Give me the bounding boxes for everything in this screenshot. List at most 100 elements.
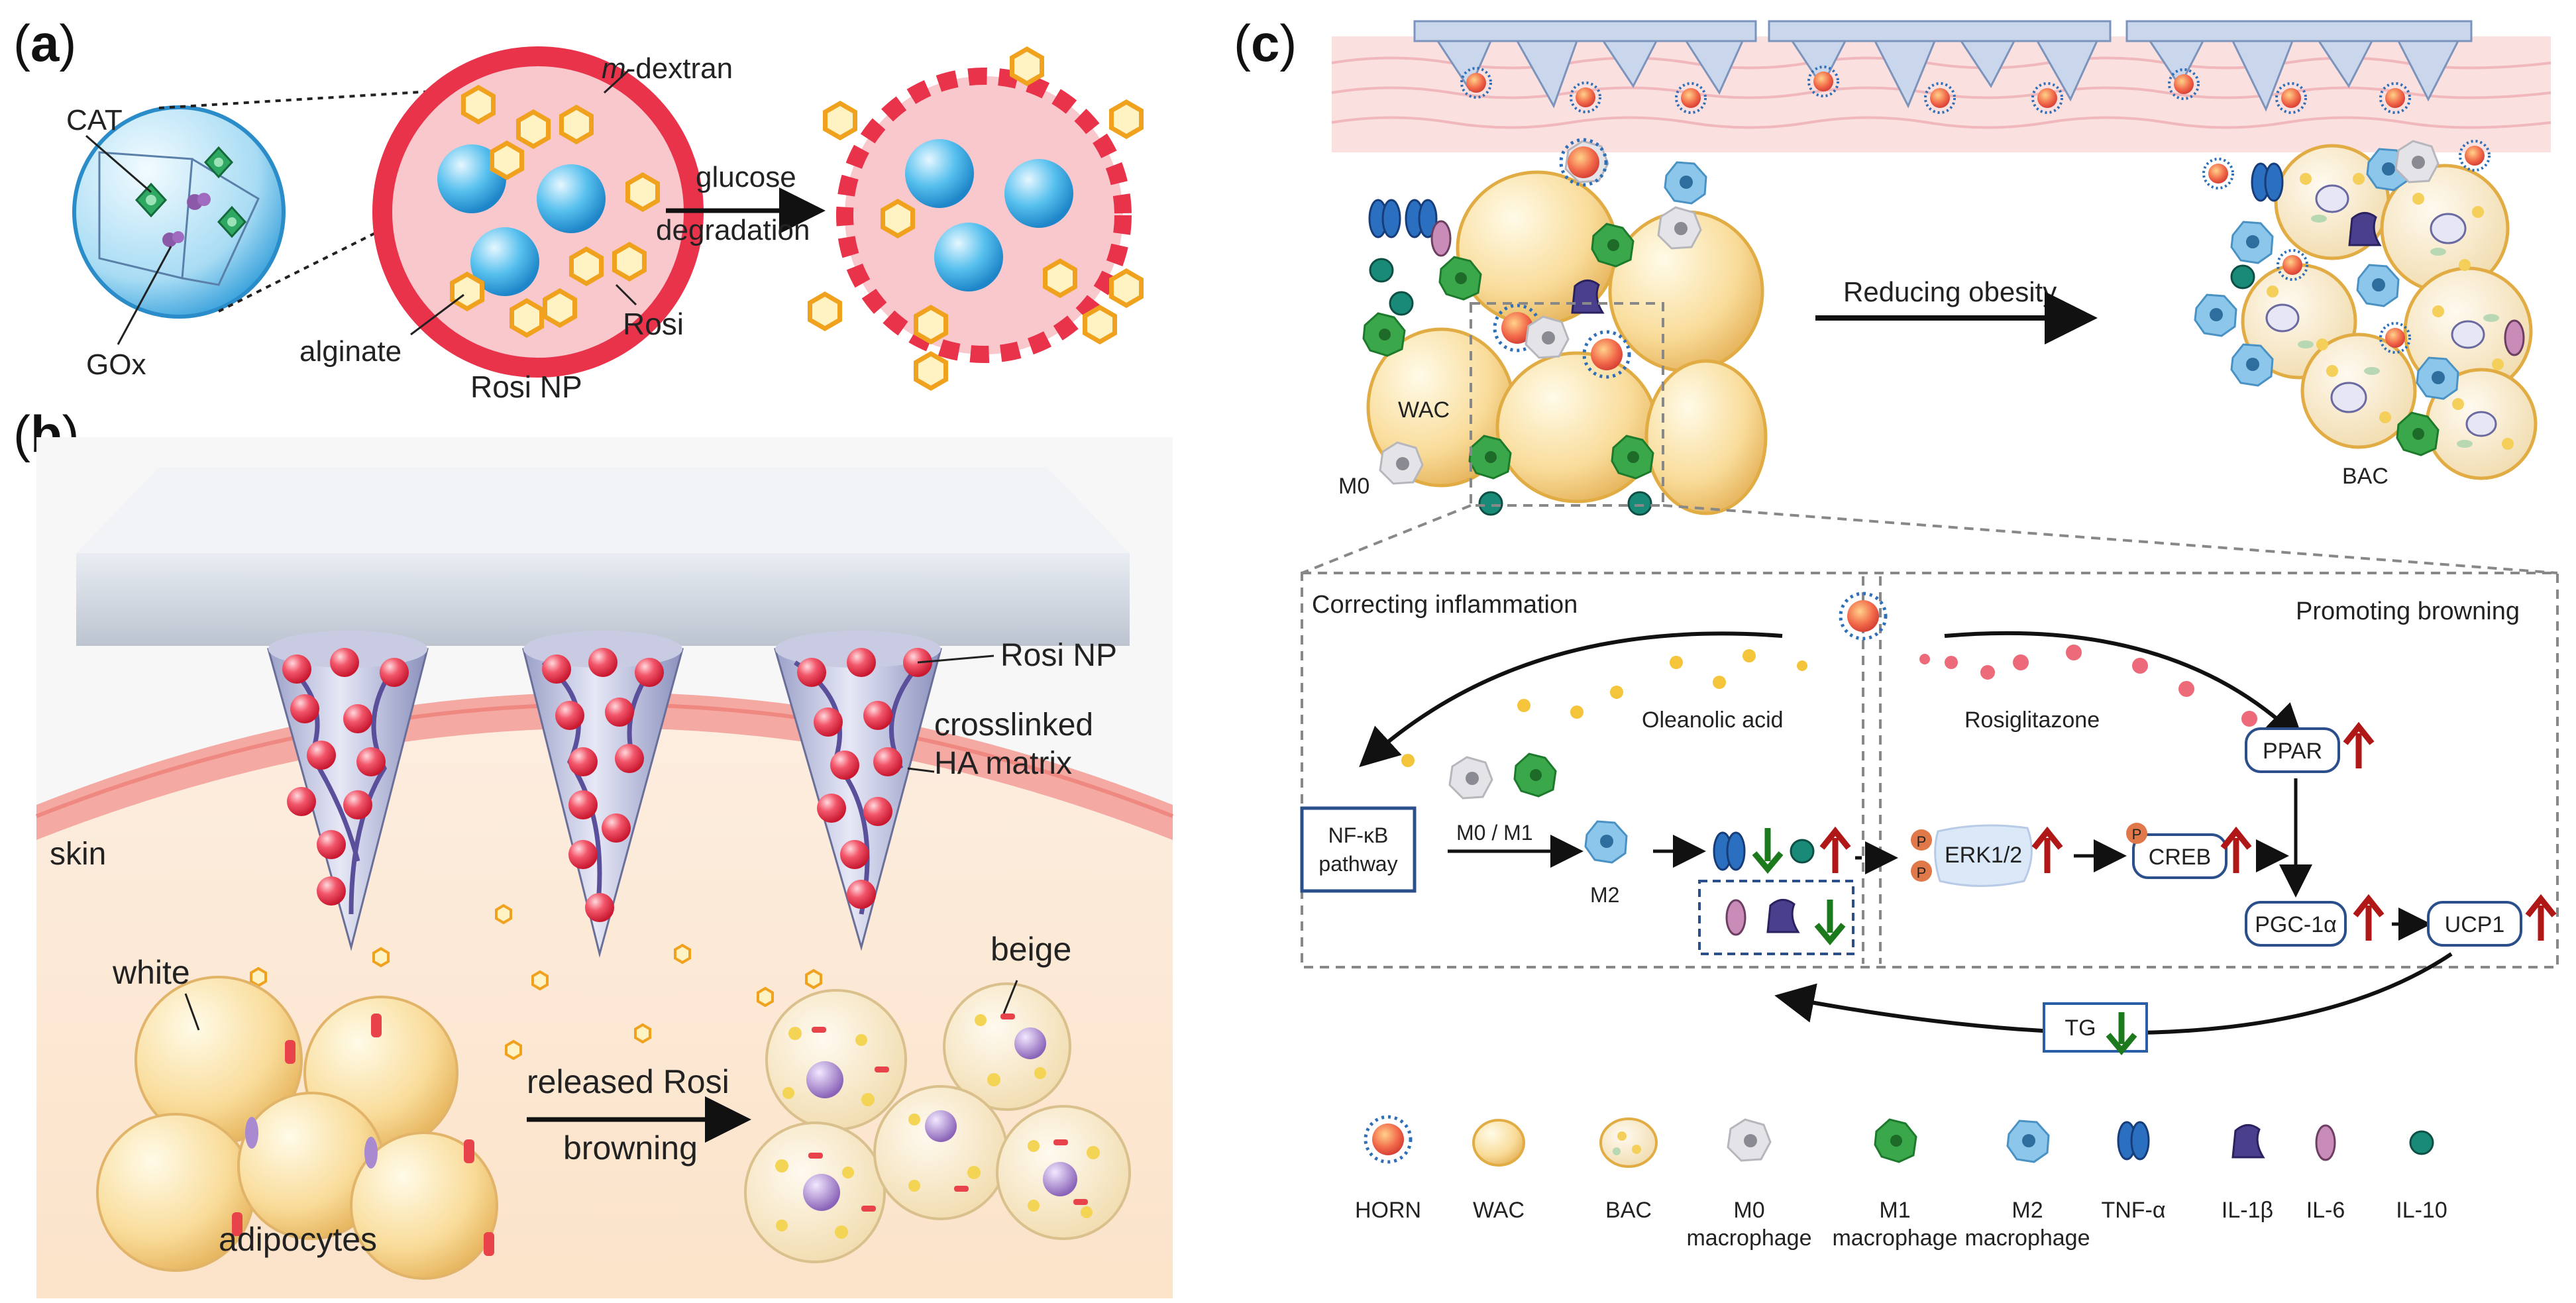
- up-arrow-icon: [2220, 826, 2252, 873]
- panel-c-label: (c): [1234, 14, 1297, 72]
- rosi-label: Rosi: [623, 307, 684, 341]
- legend-label-5: M2: [2012, 1198, 2043, 1223]
- microneedle-patch: [76, 467, 1130, 646]
- tg-label: TG: [2065, 1016, 2096, 1041]
- down-arrow-icon: [1814, 900, 1846, 946]
- legend-label-6: TNF-α: [2101, 1198, 2165, 1223]
- correcting-inflammation-label: Correcting inflammation: [1312, 591, 1578, 619]
- white-label: white: [112, 954, 190, 991]
- cat-icon: [203, 146, 234, 179]
- legend-label-1: WAC: [1473, 1198, 1525, 1223]
- ucp1-box: [2427, 901, 2522, 947]
- creb-label: CREB: [2149, 845, 2211, 870]
- gox-label: GOx: [86, 348, 146, 381]
- ha-matrix-label: HA matrix: [934, 746, 1072, 781]
- wac-icon: [1472, 1119, 1525, 1167]
- nfkb-label-1: NF-κB: [1328, 823, 1389, 847]
- rosi-np-label-b: Rosi NP: [1000, 638, 1117, 673]
- cat-icon: [134, 182, 168, 218]
- degraded-nanoparticle: [810, 49, 1142, 388]
- rosiglitazone-particles: [1919, 645, 2257, 727]
- skin-label: skin: [50, 837, 106, 872]
- skin-with-microneedles: [1331, 20, 2551, 152]
- up-arrow-icon: [2353, 894, 2385, 941]
- m0-macrophage-icon: [1727, 1118, 1772, 1162]
- released-rosi-label: released Rosi: [527, 1063, 729, 1100]
- adipocytes-label: adipocytes: [219, 1221, 377, 1258]
- tnf-alpha-icon: [2117, 1121, 2150, 1161]
- beige-label: beige: [991, 931, 1071, 968]
- gox-icon: [187, 193, 211, 210]
- legend-sublabel-5: macrophage: [1964, 1225, 2090, 1251]
- degradation-label: degradation: [656, 214, 810, 246]
- crosslinked-label: crosslinked: [934, 707, 1093, 743]
- pgc-box: [2245, 901, 2347, 947]
- zoom-box: [1470, 302, 1664, 507]
- rosi-nanoparticle: [372, 46, 704, 378]
- promoting-browning-label: Promoting browning: [2296, 598, 2520, 625]
- rosiglitazone-label: Rosiglitazone: [1964, 707, 2100, 733]
- beige-adipocytes: [744, 982, 1131, 1263]
- m0-m1-label: M0 / M1: [1456, 821, 1533, 845]
- oleanolic-arrow: [1359, 631, 1783, 768]
- tg-feedback-arrow: [1774, 952, 2453, 1035]
- legend: [1366, 1117, 2434, 1168]
- up-arrow-icon: [2525, 894, 2557, 941]
- m-dextran-label: m-dextran: [602, 52, 733, 85]
- il6-icon: [2315, 1124, 2336, 1161]
- p-label: P: [2132, 826, 2142, 843]
- m1-macrophage-icon: [1874, 1118, 1917, 1163]
- p-label: P: [1917, 833, 1927, 850]
- legend-label-9: IL-10: [2396, 1198, 2447, 1223]
- il1-beta-icon: [2231, 1123, 2265, 1159]
- lean-tissue-cluster: [2194, 140, 2538, 480]
- enzyme-sphere: [72, 105, 286, 319]
- horn-icon: [1366, 1117, 1411, 1162]
- cat-label: CAT: [66, 104, 123, 136]
- ppar-label: PPAR: [2263, 739, 2322, 764]
- bac-label: BAC: [2342, 464, 2388, 489]
- m0-label: M0: [1338, 474, 1369, 499]
- erk-shape: [1934, 824, 2033, 887]
- down-arrow-icon: [1752, 828, 1784, 874]
- panel-b: (b) skin: [13, 405, 1174, 1298]
- glucose-label: glucose: [696, 161, 796, 193]
- erk-label: ERK1/2: [1945, 843, 2022, 868]
- up-arrow-icon: [2031, 826, 2063, 873]
- panel-c: (c): [1234, 14, 2559, 1251]
- obese-tissue-cluster: [1362, 140, 1768, 516]
- bac-icon: [1599, 1118, 1658, 1168]
- microneedle-1: [267, 631, 429, 951]
- legend-label-7: IL-1β: [2222, 1198, 2273, 1223]
- up-arrow-icon: [2343, 721, 2375, 768]
- oleanolic-particles: [1401, 649, 1807, 767]
- reducing-obesity-label: Reducing obesity: [1843, 276, 2057, 307]
- nfkb-box: [1300, 806, 1417, 893]
- legend-label-8: IL-6: [2306, 1198, 2345, 1223]
- ucp1-label: UCP1: [2445, 912, 2505, 937]
- white-adipocytes: [96, 976, 498, 1280]
- legend-label-0: HORN: [1355, 1198, 1421, 1223]
- microneedle-2: [522, 631, 684, 958]
- down-arrow-icon: [2106, 1012, 2137, 1056]
- mechanism-box: [1301, 572, 2559, 968]
- rosi-np-label: Rosi NP: [470, 370, 582, 404]
- panel-a: (a) CAT GOx: [13, 14, 1142, 404]
- rosiglitazone-arrow: [1944, 631, 2305, 745]
- up-arrow-icon: [1819, 826, 1851, 873]
- alginate-label: alginate: [299, 335, 402, 368]
- cat-icon: [217, 205, 247, 238]
- creb-box: [2132, 833, 2227, 879]
- il10-icon: [2409, 1130, 2434, 1155]
- legend-sublabel-3: macrophage: [1686, 1225, 1811, 1251]
- cytokine-box: [1698, 880, 1854, 955]
- wac-label: WAC: [1398, 397, 1450, 423]
- gox-icon: [162, 231, 184, 247]
- nfkb-label-2: pathway: [1318, 852, 1397, 876]
- m2-macrophage-icon: [2006, 1120, 2050, 1163]
- pgc-label: PGC-1α: [2255, 912, 2337, 937]
- legend-label-3: M0: [1733, 1198, 1764, 1223]
- legend-sublabel-4: macrophage: [1832, 1225, 1957, 1251]
